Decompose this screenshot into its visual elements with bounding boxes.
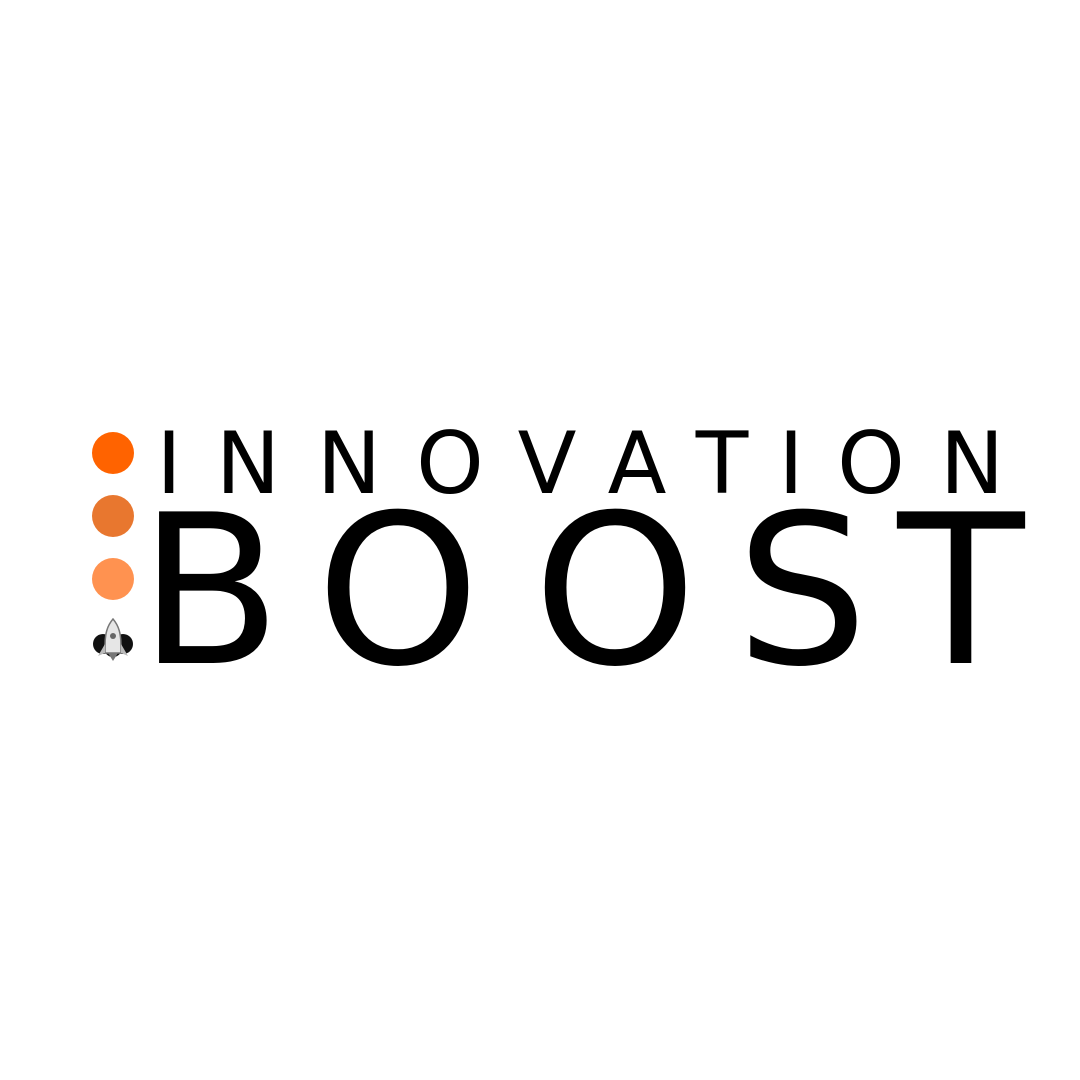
innovation-letter: T: [695, 414, 749, 514]
boost-letter: O: [533, 471, 697, 713]
innovation-letter: A: [608, 414, 667, 514]
boost-letter: B: [139, 471, 282, 713]
boost-letter: O: [316, 471, 480, 713]
innovation-letter: N: [940, 414, 1004, 514]
boost-word: B O O S T: [139, 471, 1026, 713]
boost-letter: S: [736, 471, 868, 713]
innovation-word: I N N O V A T I O N: [156, 414, 1004, 514]
innovation-letter: O: [416, 414, 484, 514]
innovation-letter: V: [518, 414, 577, 514]
innovation-letter: N: [216, 414, 280, 514]
boost-letter: T: [896, 471, 1025, 713]
innovation-letter: I: [778, 414, 803, 514]
innovation-letter: N: [317, 414, 381, 514]
dot-3: [92, 558, 134, 600]
innovation-letter: I: [156, 414, 181, 514]
dot-1: [92, 432, 134, 474]
rocket-icon: [93, 617, 133, 661]
dot-2: [92, 495, 134, 537]
innovation-letter: O: [837, 414, 905, 514]
